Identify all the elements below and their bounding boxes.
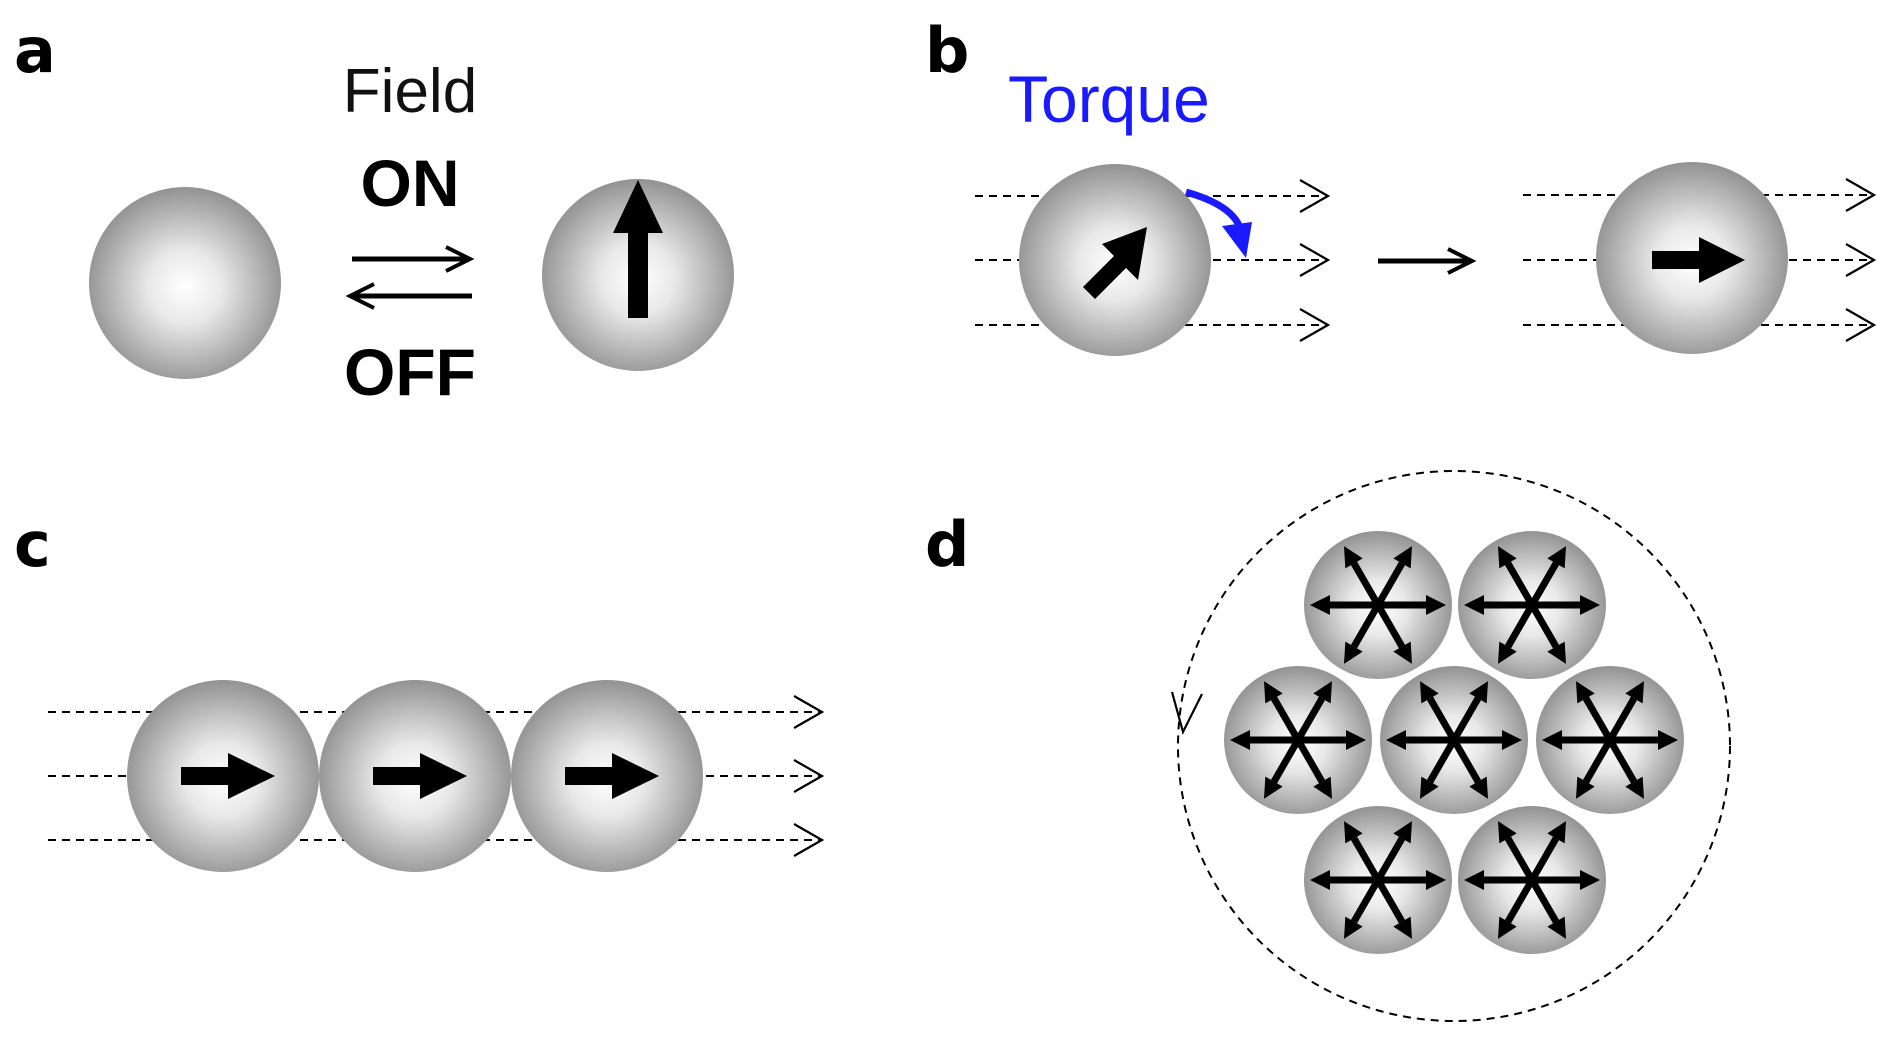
panel-a-label: a xyxy=(14,14,56,87)
field-on-label: ON xyxy=(361,146,460,220)
reversible-arrows-icon xyxy=(345,245,475,310)
rotation-direction-icon xyxy=(1170,691,1203,736)
starburst-arrows-icon xyxy=(1386,681,1522,799)
tilted-moment-arrow-icon xyxy=(1083,227,1147,299)
starburst-arrows-icon xyxy=(1464,546,1600,664)
panel-b-label: b xyxy=(925,14,969,87)
up-moment-arrow-icon xyxy=(613,180,663,318)
starburst-arrows-icon xyxy=(1230,681,1366,799)
field-label: Field xyxy=(343,57,477,126)
aligned-moment-arrow-icon xyxy=(1652,237,1745,283)
particle-chain xyxy=(127,680,703,872)
rotating-field-loop xyxy=(1170,470,1731,1022)
panel-d: d xyxy=(925,470,1731,1022)
unmagnetized-sphere xyxy=(89,187,281,379)
chain-moment-arrow-icon xyxy=(373,753,467,799)
torque-label: Torque xyxy=(1008,62,1210,136)
field-off-label: OFF xyxy=(344,335,476,409)
chain-moment-arrow-icon xyxy=(565,753,659,799)
starburst-arrows-icon xyxy=(1542,681,1678,799)
panel-b: b Torque xyxy=(925,14,1877,356)
panel-c-label: c xyxy=(14,508,51,581)
starburst-arrows-icon xyxy=(1464,821,1600,939)
panel-d-label: d xyxy=(925,508,969,581)
panel-a: a Field ON OFF xyxy=(14,14,734,409)
starburst-arrows-icon xyxy=(1310,546,1446,664)
starburst-arrows-icon xyxy=(1310,821,1446,939)
torque-curved-arrow-icon xyxy=(1185,188,1252,258)
hexagonal-cluster xyxy=(1224,531,1684,954)
panel-c: c xyxy=(14,508,825,872)
chain-moment-arrow-icon xyxy=(181,753,275,799)
transition-arrow-icon xyxy=(1378,247,1477,275)
